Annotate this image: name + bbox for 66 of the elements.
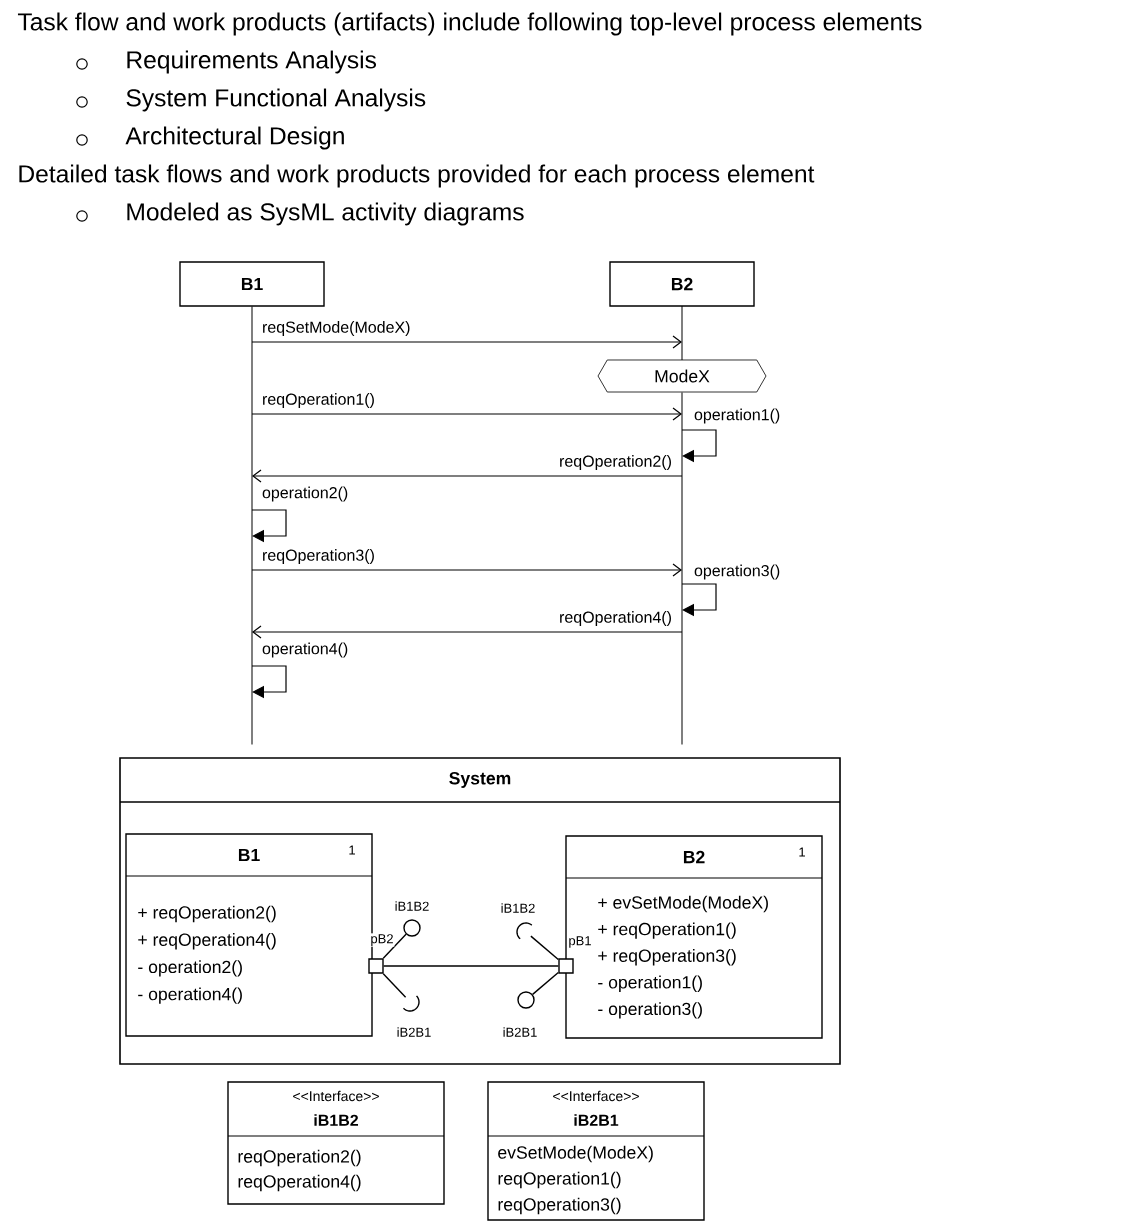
message-label: reqOperation1() — [260, 391, 377, 410]
operation-text: - operation4() — [138, 987, 242, 1004]
block-name: B2 — [683, 850, 705, 864]
connector-line — [530, 935, 559, 961]
message-label: reqSetMode(ModeX) — [260, 319, 413, 338]
lifeline-name: B2 — [671, 277, 693, 291]
message-arrow — [252, 469, 683, 483]
text-line: Modeled as SysML activity diagrams — [127, 202, 524, 226]
operation-text: + reqOperation2() — [138, 905, 276, 923]
operation-text: + reqOperation1() — [598, 922, 736, 939]
interface-box — [487, 1081, 705, 1221]
block-box — [565, 835, 823, 1039]
message-arrow — [251, 335, 682, 349]
lifeline-head — [179, 261, 325, 307]
operation-text: reqOperation4() — [238, 1174, 361, 1192]
system-frame — [119, 757, 841, 1065]
interface-name: iB2B1 — [574, 1114, 619, 1126]
self-message-arrow — [251, 665, 287, 699]
message-label: reqOperation2() — [557, 453, 674, 472]
operation-text: reqOperation1() — [498, 1171, 621, 1189]
operation-text: - operation1() — [598, 975, 702, 992]
interface-ball — [517, 991, 535, 1009]
message-label: operation2() — [260, 484, 350, 504]
operation-text: - operation2() — [138, 960, 242, 977]
lifeline-name: B1 — [241, 277, 263, 291]
self-message-arrow — [681, 429, 717, 463]
connector-line — [383, 965, 559, 967]
operation-text: + reqOperation4() — [138, 933, 276, 950]
interface-ball — [403, 919, 421, 937]
message-label: reqOperation3() — [260, 547, 377, 566]
message-arrow — [251, 563, 682, 577]
connector-line — [382, 933, 407, 959]
text-line: Architectural Design — [125, 126, 344, 150]
text-line: Detailed task flows and work products provided for each process element — [19, 164, 815, 188]
message-arrow — [251, 407, 682, 421]
state-hexagon — [597, 359, 767, 393]
text-line: Task flow and work products (artifacts) include following top-level process elements — [17, 12, 922, 36]
message-label: operation3() — [692, 562, 782, 582]
operation-text: - operation3() — [598, 1002, 702, 1019]
self-message-arrow — [681, 583, 717, 617]
connector-line — [382, 973, 407, 999]
operation-text: + reqOperation3() — [598, 949, 736, 966]
interface-socket — [516, 922, 533, 940]
operation-text: evSetMode(ModeX) — [498, 1145, 653, 1163]
block-box — [125, 833, 373, 1037]
message-label: reqOperation4() — [557, 609, 674, 628]
message-label: operation4() — [260, 640, 350, 660]
self-message-arrow — [251, 509, 287, 543]
port-square — [558, 958, 574, 974]
message-label: operation1() — [692, 406, 782, 426]
block-name: B1 — [238, 848, 260, 862]
operation-text: reqOperation3() — [498, 1197, 621, 1215]
connector-line — [531, 971, 559, 996]
frame-title: System — [449, 772, 511, 788]
operation-text: + evSetMode(ModeX) — [598, 895, 768, 913]
port-square — [368, 958, 384, 974]
text-line: System Functional Analysis — [126, 88, 426, 112]
state-name: ModeX — [655, 369, 710, 383]
message-arrow — [252, 625, 683, 639]
text-line: Requirements Analysis — [127, 50, 377, 74]
interface-name: iB1B2 — [314, 1114, 358, 1126]
lifeline — [681, 392, 683, 745]
interface-socket — [402, 995, 420, 1012]
interface-box — [227, 1081, 445, 1205]
lifeline — [251, 306, 253, 745]
operation-text: reqOperation2() — [238, 1149, 361, 1167]
